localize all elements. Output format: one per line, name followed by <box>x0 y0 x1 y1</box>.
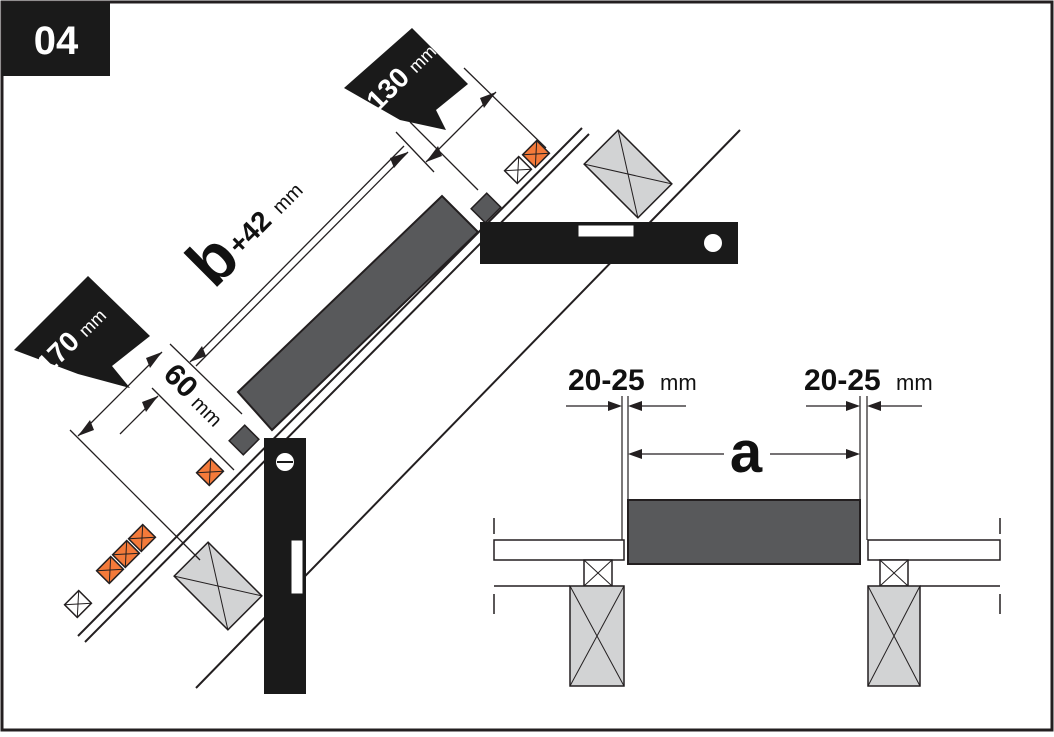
beam-right <box>867 518 1001 614</box>
step-number: 04 <box>34 19 79 63</box>
label-b: b +42 mm <box>172 179 308 299</box>
step-badge: 04 <box>2 2 110 76</box>
rafter-upper <box>583 129 673 219</box>
rafter-lower <box>173 541 263 631</box>
batten-dark <box>228 424 260 456</box>
batten-row-lower <box>63 424 260 619</box>
level-hole <box>704 234 722 252</box>
dim-b-unit: mm <box>268 179 307 218</box>
window-top-view <box>627 499 861 565</box>
gap-left-value: 20-25 <box>568 364 645 397</box>
batten-row-upper <box>470 139 551 224</box>
spirit-level-horizontal <box>480 222 738 264</box>
dimension-130 <box>409 67 547 191</box>
roof-window <box>236 194 480 432</box>
frame-section: 20-25 mm 20-25 mm a <box>493 364 1001 687</box>
rafter-right <box>867 585 921 687</box>
dim-60-unit: mm <box>187 392 226 431</box>
roof-line-outer <box>77 127 583 637</box>
gap-left-arrows <box>566 401 686 411</box>
beam-left <box>493 518 625 614</box>
dimension-60 <box>119 387 235 471</box>
callout-130: 130 mm <box>344 28 468 130</box>
dimension-170 <box>69 351 201 561</box>
level-vial <box>577 224 635 238</box>
batten-small-right <box>879 559 909 587</box>
label-60: 60 mm <box>157 358 226 432</box>
dim-a-letter: a <box>730 420 763 485</box>
batten-small-left <box>583 559 613 587</box>
level-vial <box>290 539 304 595</box>
gap-right-unit: mm <box>896 370 933 395</box>
dimension-a <box>628 449 860 459</box>
gap-right-arrows <box>806 401 922 411</box>
gap-left-unit: mm <box>660 370 697 395</box>
roof-section: b +42 mm 130 mm <box>14 28 741 694</box>
callout-170: 170 mm <box>14 276 150 388</box>
gap-right-value: 20-25 <box>804 364 881 397</box>
roof-line-inner <box>84 133 590 643</box>
spirit-level-vertical <box>264 438 306 694</box>
dimension-b <box>169 131 435 415</box>
rafter-left <box>569 585 625 687</box>
batten-dark <box>470 192 502 224</box>
